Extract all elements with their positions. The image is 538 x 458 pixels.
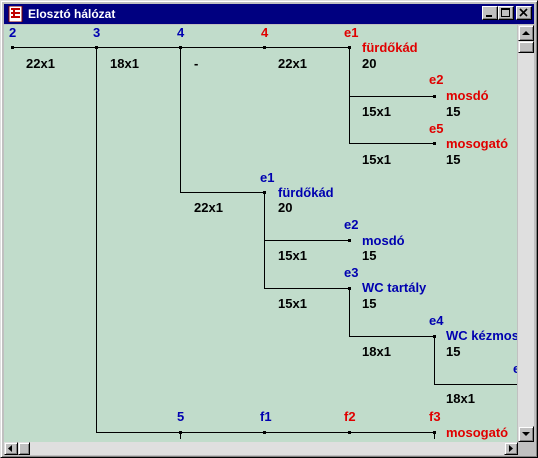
fixture-value: 15 [446, 104, 461, 119]
node-label[interactable]: 5 [177, 409, 185, 424]
node-label[interactable]: 4 [177, 25, 185, 40]
scrollbar-corner [518, 442, 534, 455]
title-bar[interactable]: Elosztó hálózat [4, 4, 534, 24]
node-label[interactable]: f2 [344, 409, 356, 424]
fixture-value: 15 [446, 344, 461, 359]
scroll-right-button[interactable] [504, 442, 518, 455]
fixture-value: 15 [362, 248, 377, 263]
arrow-up-icon [522, 31, 530, 35]
pipe-size: 18x1 [110, 56, 139, 71]
node-label[interactable]: e2 [344, 217, 359, 232]
node-label[interactable]: f1 [260, 409, 272, 424]
fixture-name[interactable]: WC tartály [362, 280, 427, 295]
pipe-size: 22x1 [278, 56, 307, 71]
pipe-size: 22x1 [26, 56, 55, 71]
pipe-size: - [194, 56, 199, 71]
vertical-scrollbar[interactable] [518, 25, 534, 442]
fixture-name[interactable]: mosogató [446, 425, 509, 440]
horizontal-scrollbar[interactable] [4, 442, 518, 455]
fixture-value: 15 [362, 296, 377, 311]
node-label[interactable]: 4 [261, 25, 269, 40]
node-label[interactable]: e1 [344, 25, 359, 40]
network-app-icon[interactable] [8, 5, 24, 23]
fixture-value: 20 [278, 200, 293, 215]
pipe-lines [11, 46, 517, 439]
node-label[interactable]: e4 [429, 313, 444, 328]
pipe-size: 15x1 [278, 296, 307, 311]
pipe-size: 18x1 [446, 391, 475, 406]
node-label[interactable]: e2 [429, 72, 444, 87]
pipe-size: 18x1 [362, 344, 391, 359]
scroll-left-button[interactable] [4, 442, 18, 455]
arrow-down-icon [522, 432, 530, 436]
node-label[interactable]: 3 [93, 25, 101, 40]
pipe-size: 22x1 [194, 200, 223, 215]
node-label[interactable]: 2 [9, 25, 17, 40]
close-icon [519, 8, 528, 17]
node-label[interactable]: e [513, 361, 517, 376]
diagram-canvas[interactable]: 2 3 4 4 e1 22x1 18x1 - 22x1 fürdőkád 20 … [4, 25, 517, 442]
horizontal-scroll-thumb[interactable] [18, 442, 30, 455]
fixture-value: 15 [446, 152, 461, 167]
fixture-name[interactable]: fürdőkád [278, 185, 334, 200]
fixture-name[interactable]: WC kézmos [446, 328, 517, 343]
pipe-size: 15x1 [278, 248, 307, 263]
node-label[interactable]: e1 [260, 170, 275, 185]
window-title: Elosztó hálózat [28, 7, 116, 21]
maximize-button[interactable] [498, 6, 514, 20]
scroll-down-button[interactable] [518, 426, 534, 442]
pipe-size: 15x1 [362, 152, 391, 167]
arrow-right-icon [509, 445, 513, 452]
fixture-value: 20 [362, 56, 377, 71]
fixture-name[interactable]: fürdőkád [362, 40, 418, 55]
close-button[interactable] [516, 6, 532, 20]
fixture-name[interactable]: mosdó [362, 233, 405, 248]
minimize-button[interactable] [482, 6, 498, 20]
minimize-icon [486, 15, 492, 17]
node-label[interactable]: f3 [429, 409, 441, 424]
pipe-size: 15x1 [362, 104, 391, 119]
fixture-name[interactable]: mosogató [446, 136, 509, 151]
maximize-icon [501, 8, 510, 17]
fixture-name[interactable]: mosdó [446, 88, 489, 103]
vertical-scroll-thumb[interactable] [518, 41, 534, 53]
scroll-up-button[interactable] [518, 25, 534, 41]
arrow-left-icon [8, 445, 12, 452]
node-label[interactable]: e3 [344, 265, 359, 280]
node-label[interactable]: e5 [429, 121, 444, 136]
